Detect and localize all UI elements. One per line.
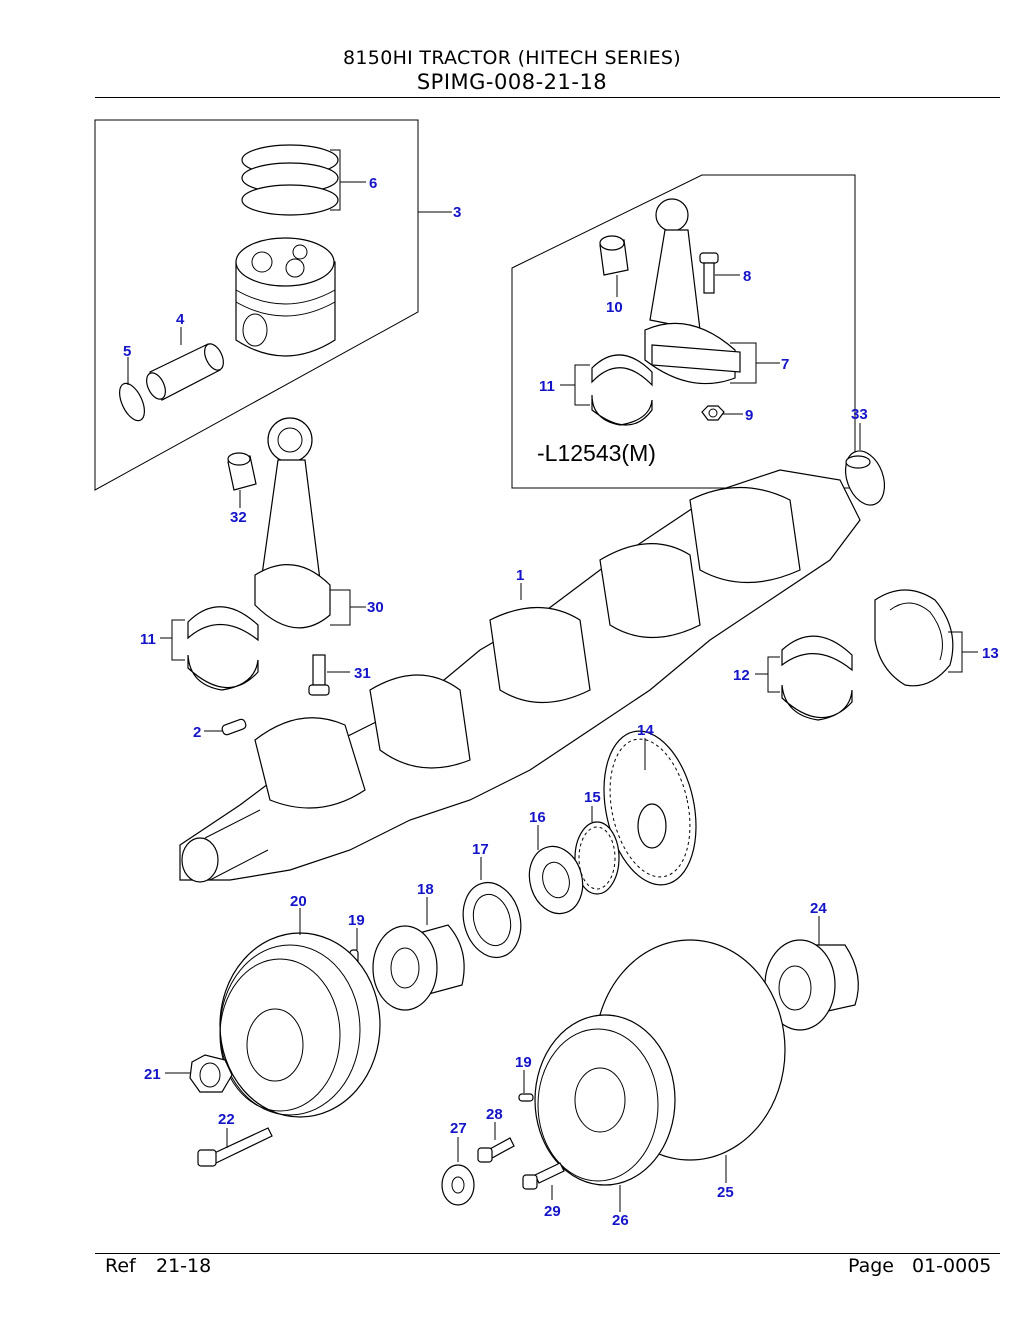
main-bearing-shells (781, 635, 853, 721)
lock-washer (441, 1164, 475, 1206)
damper-hub (764, 939, 859, 1031)
callout-19-b: 19 (515, 1054, 532, 1071)
oil-pump-gear (574, 821, 620, 895)
callout-8: 8 (743, 268, 751, 285)
footer-divider (95, 1253, 1000, 1254)
small-end-bushing (227, 452, 257, 491)
callout-7: 7 (781, 356, 789, 373)
page-number: 01-0005 (912, 1255, 992, 1277)
header-divider (95, 97, 1000, 98)
crankshaft-gear (603, 730, 697, 886)
damper-pulley (534, 1014, 676, 1186)
callout-32: 32 (230, 509, 247, 526)
conrod-inset-frame (511, 174, 856, 489)
callout-28: 28 (486, 1106, 503, 1123)
piston-pin (146, 343, 224, 401)
callout-29: 29 (544, 1203, 561, 1220)
pulley-bolt (197, 1127, 273, 1167)
callout-3: 3 (453, 204, 461, 221)
callout-26: 26 (612, 1212, 629, 1229)
crankshaft (179, 469, 861, 883)
rod-bolt (308, 654, 330, 696)
page-subtitle: SPIMG-008-21-18 (416, 70, 608, 94)
callout-4: 4 (176, 311, 185, 328)
callout-11: 11 (140, 631, 156, 648)
callout-30: 30 (367, 599, 384, 616)
crank-pulley (219, 932, 381, 1118)
inset-bearing-shells (591, 354, 653, 426)
snap-ring (119, 382, 145, 422)
callout-1: 1 (516, 567, 524, 584)
piston-rings (241, 144, 339, 216)
connecting-rod (254, 417, 331, 629)
callout-31: 31 (354, 665, 371, 682)
thrust-washers (874, 589, 954, 687)
model-note: -L12543(M) (537, 440, 656, 466)
callout-5: 5 (123, 343, 131, 360)
inset-small-end-bushing (599, 235, 629, 276)
piston-group-frame (94, 119, 419, 491)
callout-11-inset: 11 (539, 378, 555, 395)
rod-bearing-shells (187, 606, 259, 691)
callout-27: 27 (450, 1120, 467, 1137)
callout-19: 19 (348, 912, 365, 929)
cap-plug (844, 450, 886, 506)
callout-2: 2 (193, 724, 201, 741)
callout-10: 10 (606, 299, 623, 316)
inset-rod-bolt (699, 252, 719, 294)
callout-13: 13 (982, 645, 999, 662)
piston (235, 237, 336, 357)
callout-6: 6 (369, 175, 377, 192)
pulley-hub (372, 924, 465, 1011)
damper-bolt (477, 1137, 515, 1163)
oil-seal-collar (462, 881, 522, 959)
callout-17: 17 (472, 841, 489, 858)
callout-24: 24 (810, 900, 827, 917)
pulley-nut (189, 1054, 233, 1093)
ref-label: Ref (105, 1255, 136, 1277)
crank-key (221, 718, 247, 736)
callout-18: 18 (417, 881, 434, 898)
ref-value: 21-18 (156, 1255, 212, 1277)
inset-rod-nut (701, 405, 725, 421)
dowel-pin-2 (518, 1093, 534, 1102)
callout-21: 21 (144, 1066, 161, 1083)
callout-12: 12 (733, 667, 750, 684)
inset-connecting-rod (644, 198, 741, 385)
page-label: Page (848, 1255, 894, 1277)
callout-16: 16 (529, 809, 546, 826)
callout-33: 33 (851, 406, 868, 423)
callout-20: 20 (290, 893, 307, 910)
callout-15: 15 (584, 789, 601, 806)
page-title: 8150HI TRACTOR (HITECH SERIES) (343, 47, 681, 69)
damper-bolt-2 (522, 1162, 565, 1190)
callout-9: 9 (745, 407, 753, 424)
callout-25: 25 (717, 1184, 734, 1201)
spacer-washer (528, 845, 584, 915)
callout-14: 14 (637, 722, 654, 739)
callout-22: 22 (218, 1111, 235, 1128)
leader-lines (127, 149, 978, 1212)
